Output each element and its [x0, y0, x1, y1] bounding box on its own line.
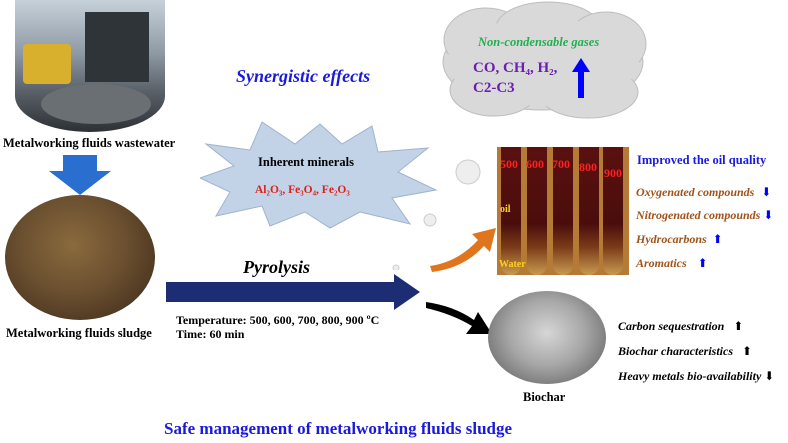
biochar-item-characteristics-text: Biochar characteristics [618, 344, 734, 358]
up-arrow-icon: ⬆ [712, 232, 723, 246]
up-arrow-icon: ⬆ [742, 344, 753, 358]
up-arrow-icon: ⬆ [697, 256, 708, 270]
sludge-photo [5, 195, 155, 320]
pyrolysis-time: Time: 60 min [176, 327, 245, 341]
temp-600: 600 [526, 157, 544, 171]
oil-item-aromatics-text: Aromatics [636, 256, 687, 270]
oil-arrow [430, 228, 496, 272]
footer-title: Safe management of metalworking fluids s… [164, 419, 513, 438]
biochar-photo [488, 291, 606, 384]
oil-item-hydrocarbons-text: Hydrocarbons [636, 232, 707, 246]
biochar-item-heavy-metals: Heavy metals bio-availability ⬇ [618, 369, 774, 384]
oil-item-nitrogenated: Nitrogenated compounds ⬇ [636, 208, 773, 223]
oil-item-oxygenated: Oxygenated compounds ⬇ [636, 185, 771, 200]
gases-line1: CO, CH₄, H₂, [473, 60, 558, 76]
biochar-item-characteristics: Biochar characteristics ⬆ [618, 344, 752, 359]
oil-quality-title: Improved the oil quality [637, 153, 767, 167]
inherent-minerals-burst [200, 121, 438, 229]
gases-line2: C2-C3 [473, 80, 515, 96]
synergistic-effects-title: Synergistic effects [236, 66, 371, 86]
pyrolysis-arrow [166, 274, 420, 310]
down-arrow-icon: ⬇ [764, 369, 775, 383]
up-arrow-icon: ⬆ [733, 319, 744, 333]
temp-800: 800 [579, 160, 597, 174]
down-arrow-icon: ⬇ [763, 208, 774, 222]
inherent-minerals-title: Inherent minerals [258, 155, 354, 169]
biochar-arrow [426, 302, 492, 334]
oil-item-oxygenated-text: Oxygenated compounds [636, 185, 755, 199]
oil-item-aromatics: Aromatics ⬆ [636, 256, 708, 271]
gas-cloud [442, 1, 647, 119]
gases-title: Non-condensable gases [478, 35, 600, 49]
oil-tubes-photo [497, 147, 629, 275]
gases-up-arrow [572, 58, 590, 98]
sludge-label: Metalworking fluids sludge [6, 326, 152, 340]
wastewater-photo [15, 0, 165, 132]
bubbles [392, 159, 481, 270]
wastewater-label: Metalworking fluids wastewater [3, 136, 176, 150]
biochar-item-carbon: Carbon sequestration ⬆ [618, 319, 743, 334]
minerals-formula: Al₂O₃, Fe₃O₄, Fe₂O₃ [255, 184, 350, 196]
biochar-item-carbon-text: Carbon sequestration [618, 319, 725, 333]
oil-item-hydrocarbons: Hydrocarbons ⬆ [636, 232, 723, 247]
temp-900: 900 [604, 166, 622, 180]
oil-item-nitrogenated-text: Nitrogenated compounds [636, 208, 761, 222]
biochar-label: Biochar [523, 390, 566, 404]
pyrolysis-temperature: Temperature: 500, 600, 700, 800, 900 ºC [176, 313, 380, 327]
temp-700: 700 [552, 157, 570, 171]
water-label: Water [499, 259, 526, 270]
down-arrow [49, 155, 111, 195]
temp-500: 500 [500, 157, 518, 171]
oil-label: oil [500, 204, 511, 215]
down-arrow-icon: ⬇ [761, 185, 772, 199]
pyrolysis-title: Pyrolysis [243, 257, 310, 277]
biochar-item-heavy-metals-text: Heavy metals bio-availability [618, 369, 762, 383]
